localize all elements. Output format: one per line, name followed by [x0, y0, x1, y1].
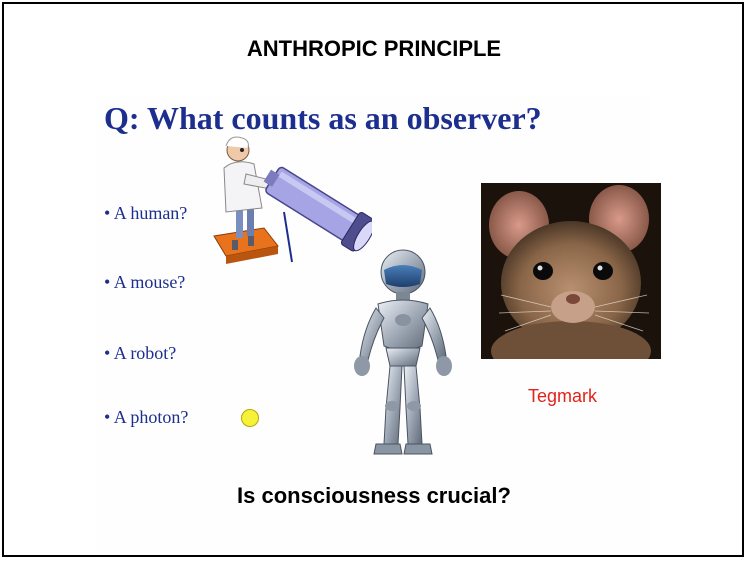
robot-icon [354, 249, 452, 455]
bullet-robot: • A robot? [104, 343, 177, 363]
photo-caption: Tegmark [528, 386, 598, 406]
bullet-mouse: • A mouse? [104, 272, 186, 292]
bullet-human: • A human? [104, 203, 188, 223]
scientist-telescope-icon [213, 136, 372, 264]
bullet-photon: • A photon? [104, 407, 189, 427]
slide-title: ANTHROPIC PRINCIPLE [246, 36, 502, 61]
mouse-photo [481, 183, 661, 359]
photon-icon [241, 409, 259, 427]
observer-question: Q: What counts as an observer? [104, 100, 542, 136]
consciousness-question: Is consciousness crucial? [237, 483, 511, 508]
